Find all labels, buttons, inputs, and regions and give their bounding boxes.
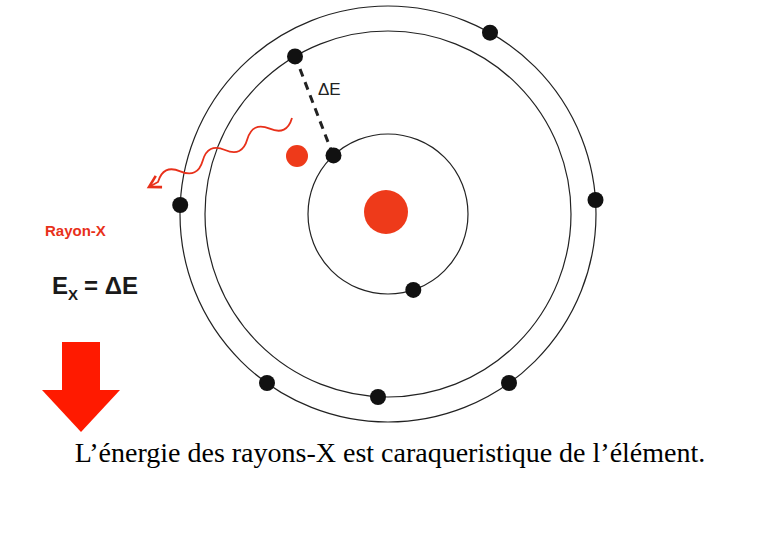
- middle-shell: [205, 31, 571, 397]
- formula-symbol: E: [52, 272, 68, 299]
- arrow-head: [42, 390, 120, 432]
- electron: [172, 197, 188, 213]
- big-arrow: [42, 342, 120, 432]
- energy-formula: EX = ΔE: [52, 272, 138, 303]
- electron: [287, 48, 303, 64]
- x-ray-label: Rayon-X: [45, 222, 106, 239]
- nucleus: [364, 190, 408, 234]
- energy-gap-label: ΔE: [318, 80, 341, 100]
- electron: [370, 389, 386, 405]
- transition-line: [295, 56, 333, 155]
- electrons: [172, 25, 603, 405]
- formula-rest: = ΔE: [84, 272, 138, 299]
- electron: [326, 147, 342, 163]
- electron: [588, 192, 604, 208]
- inner-shell: [308, 134, 468, 294]
- electron-hole: [286, 145, 308, 167]
- outer-shell: [180, 6, 596, 422]
- arrow-shaft: [62, 342, 100, 392]
- electron: [482, 25, 498, 41]
- electron: [405, 282, 421, 298]
- electron: [501, 375, 517, 391]
- electron: [259, 375, 275, 391]
- x-ray-wave: [149, 118, 292, 187]
- formula-subscript: X: [68, 286, 78, 303]
- caption: L’énergie des rayons-X est caraqueristiq…: [35, 436, 745, 470]
